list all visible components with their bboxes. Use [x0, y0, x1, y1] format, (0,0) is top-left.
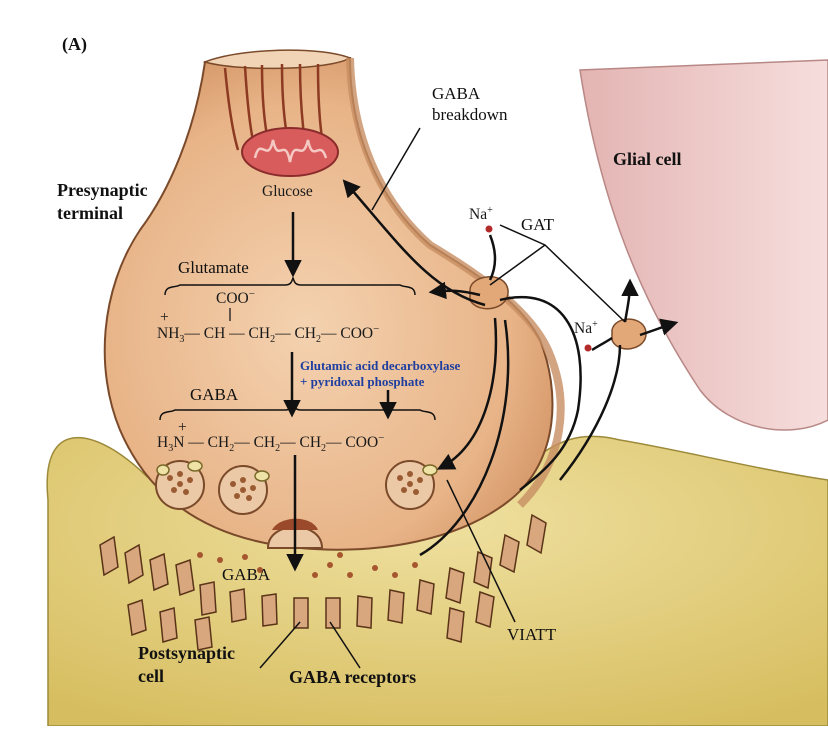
leader-lines — [259, 127, 626, 669]
viatt-transporter — [156, 460, 438, 482]
postsynaptic-label-2: cell — [138, 666, 164, 686]
gaba-breakdown-label-2: breakdown — [432, 105, 508, 124]
glutamate-bracket — [164, 276, 416, 296]
gaba-breakdown-label: GABA — [432, 84, 481, 103]
gaba-plus: + — [178, 419, 187, 436]
gat-transporter-neuron — [469, 276, 509, 310]
sodium-label-1: Na+ — [469, 205, 493, 223]
vesicle — [385, 460, 435, 510]
postsynaptic-label: Postsynaptic — [138, 643, 235, 663]
cleft-gaba-molecules — [197, 552, 418, 578]
enzyme-label: Glutamic acid decarboxylase — [300, 358, 461, 373]
pathway-arrows — [283, 179, 679, 572]
glial-cell-label: Glial cell — [613, 149, 681, 169]
glutamate-plus: + — [160, 309, 169, 326]
gat-label: GAT — [521, 215, 555, 234]
presynaptic-label-2: terminal — [57, 203, 123, 223]
gaba-bracket — [159, 401, 436, 421]
gaba-receptors-label: GABA receptors — [289, 667, 416, 687]
mitochondrion — [241, 127, 339, 177]
presynaptic-label: Presynaptic — [57, 180, 148, 200]
glutamate-label: Glutamate — [178, 258, 249, 277]
gaba-molecule-label: GABA — [190, 385, 239, 404]
glutamate-chain: NH3— CH — CH2— CH2— COO− — [157, 323, 379, 345]
gaba-chain: H3N — CH2— CH2— CH2— COO− — [157, 432, 384, 454]
sodium-ion-2 — [584, 344, 592, 352]
glial-cell — [579, 59, 828, 431]
sodium-ion-1 — [485, 225, 493, 233]
glutamate-coo: COO− — [216, 288, 255, 307]
panel-label: (A) — [62, 34, 87, 55]
viatt-label: VIATT — [507, 625, 557, 644]
cleft-gaba-label: GABA — [222, 565, 271, 584]
sodium-label-2: Na+ — [574, 319, 598, 337]
gaba-receptors-row — [99, 513, 547, 651]
glucose-label: Glucose — [262, 183, 313, 200]
cofactor-label: + pyridoxal phosphate — [300, 374, 425, 389]
